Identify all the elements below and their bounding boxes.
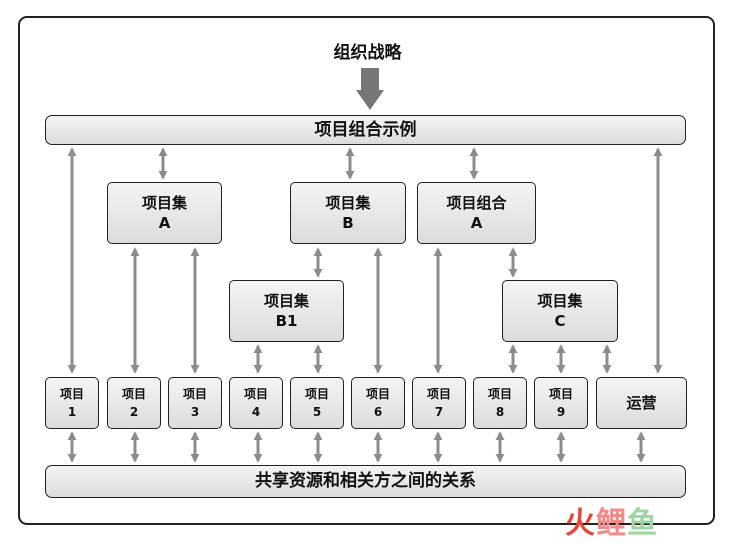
project-4-box: 项目 4 <box>229 377 283 429</box>
project-label: 项目 <box>59 387 84 401</box>
operations-box: 运营 <box>596 377 687 429</box>
program-c-id: C <box>554 312 566 330</box>
project-label: 项目 <box>182 387 207 401</box>
watermark-char-2: 鲤 <box>596 506 627 541</box>
portfolio-a-label: 项目组合 <box>446 193 507 212</box>
watermark-logo: 火鲤鱼 <box>565 498 658 542</box>
project-9-box: 项目 9 <box>534 377 588 429</box>
project-label: 项目 <box>304 387 329 401</box>
portfolio-example-bar: 项目组合示例 <box>45 115 686 145</box>
strategy-down-arrow <box>356 68 384 110</box>
watermark-char-1: 火 <box>565 506 596 541</box>
project-number: 2 <box>129 405 139 419</box>
program-c-label: 项目集 <box>537 291 583 310</box>
shared-resources-label: 共享资源和相关方之间的关系 <box>255 471 476 492</box>
project-5-box: 项目 5 <box>290 377 344 429</box>
project-number: 1 <box>67 405 77 419</box>
program-a-box: 项目集 A <box>107 182 222 244</box>
project-number: 5 <box>312 405 322 419</box>
shared-resources-bar: 共享资源和相关方之间的关系 <box>45 465 686 498</box>
program-b-id: B <box>342 214 354 232</box>
project-number: 8 <box>495 405 505 419</box>
program-a-label: 项目集 <box>141 193 187 212</box>
program-b-label: 项目集 <box>325 193 371 212</box>
portfolio-example-label: 项目组合示例 <box>314 119 417 140</box>
program-b-box: 项目集 B <box>290 182 406 244</box>
project-number: 4 <box>251 405 261 419</box>
portfolio-a-box: 项目组合 A <box>417 182 536 244</box>
project-label: 项目 <box>548 387 573 401</box>
project-2-box: 项目 2 <box>107 377 161 429</box>
operations-label: 运营 <box>626 393 657 412</box>
watermark-char-3: 鱼 <box>627 506 658 541</box>
project-number: 9 <box>556 405 566 419</box>
project-3-box: 项目 3 <box>168 377 222 429</box>
program-c-box: 项目集 C <box>502 280 618 342</box>
project-label: 项目 <box>121 387 146 401</box>
project-label: 项目 <box>365 387 390 401</box>
program-b1-id: B1 <box>275 312 298 330</box>
project-number: 3 <box>190 405 200 419</box>
portfolio-a-id: A <box>470 214 483 232</box>
project-8-box: 项目 8 <box>473 377 527 429</box>
project-number: 6 <box>373 405 383 419</box>
program-b1-label: 项目集 <box>263 291 309 310</box>
project-6-box: 项目 6 <box>351 377 405 429</box>
project-number: 7 <box>434 405 444 419</box>
project-label: 项目 <box>487 387 512 401</box>
project-label: 项目 <box>426 387 451 401</box>
project-label: 项目 <box>243 387 268 401</box>
program-a-id: A <box>158 214 171 232</box>
project-7-box: 项目 7 <box>412 377 466 429</box>
org-strategy-title: 组织战略 <box>333 43 402 63</box>
project-1-box: 项目 1 <box>45 377 99 429</box>
program-b1-box: 项目集 B1 <box>229 280 344 342</box>
